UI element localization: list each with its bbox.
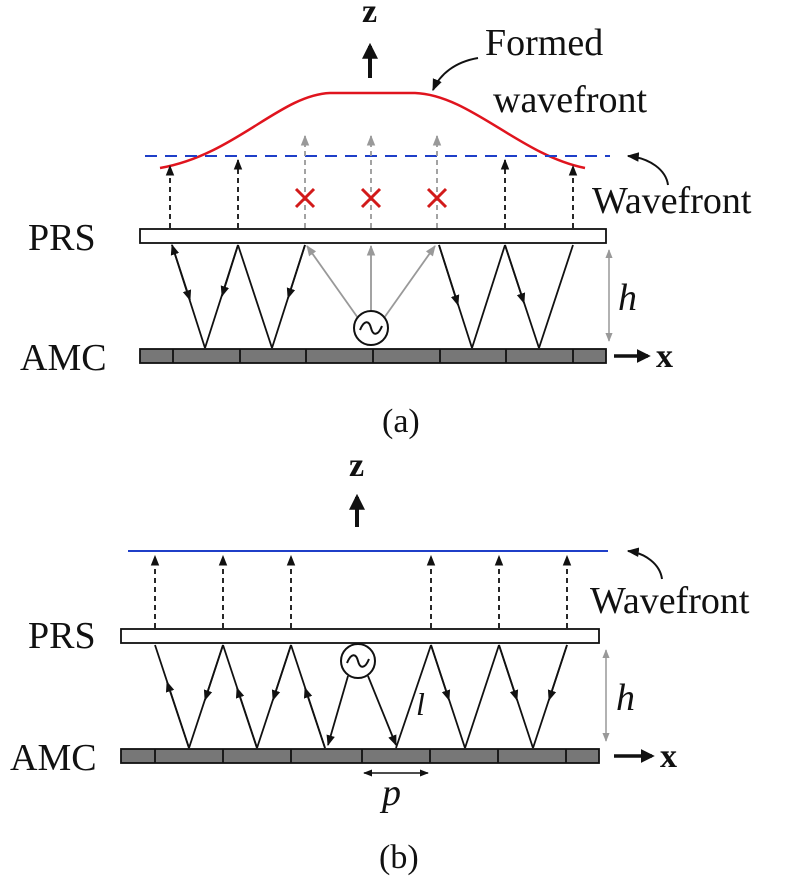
wavefront-label-b: Wavefront (590, 580, 750, 622)
output-rays-b (150, 554, 572, 628)
formed-wavefront-pointer (432, 57, 479, 92)
x-axis-label-b: x (660, 738, 677, 775)
caption-a: (a) (382, 403, 420, 440)
height-label-a: h (618, 277, 637, 319)
blocked-marks-a (294, 187, 448, 209)
x-axis-label-a: x (656, 338, 673, 375)
amc-layer-a (139, 348, 607, 364)
path-length-label: l (416, 686, 425, 722)
caption-b: (b) (379, 839, 419, 876)
prs-layer-b (120, 628, 600, 644)
formed-wavefront-curve (159, 91, 586, 170)
wavefront-label-a: Wavefront (592, 180, 752, 222)
bounce-rays-a (170, 243, 574, 349)
z-axis-label-b: z (349, 447, 364, 484)
height-label-b: h (616, 677, 635, 719)
period-label: p (379, 772, 401, 814)
prs-label-a: PRS (28, 217, 96, 259)
wavefront-pointer-b (626, 547, 663, 580)
blocked-rays-a (300, 134, 442, 228)
prs-label-b: PRS (28, 615, 96, 657)
source-icon-a (353, 310, 389, 346)
amc-layer-b (120, 748, 600, 764)
z-axis-label-a: z (362, 0, 377, 30)
amc-label-a: AMC (20, 337, 107, 379)
wavefront-pointer-a (626, 152, 669, 186)
bounce-rays-b (154, 644, 568, 749)
output-rays-a (165, 158, 578, 228)
diagram-a: z Formed wavefront Wavefront (20, 0, 752, 440)
prs-layer-a (139, 228, 607, 244)
source-icon-b (340, 643, 376, 679)
amc-label-b: AMC (10, 737, 97, 779)
formed-wavefront-label-line2: wavefront (493, 79, 647, 121)
source-rays-a (306, 244, 436, 319)
formed-wavefront-label-line1: Formed (485, 22, 603, 64)
diagram-b: z Wavefront PRS (10, 447, 750, 876)
